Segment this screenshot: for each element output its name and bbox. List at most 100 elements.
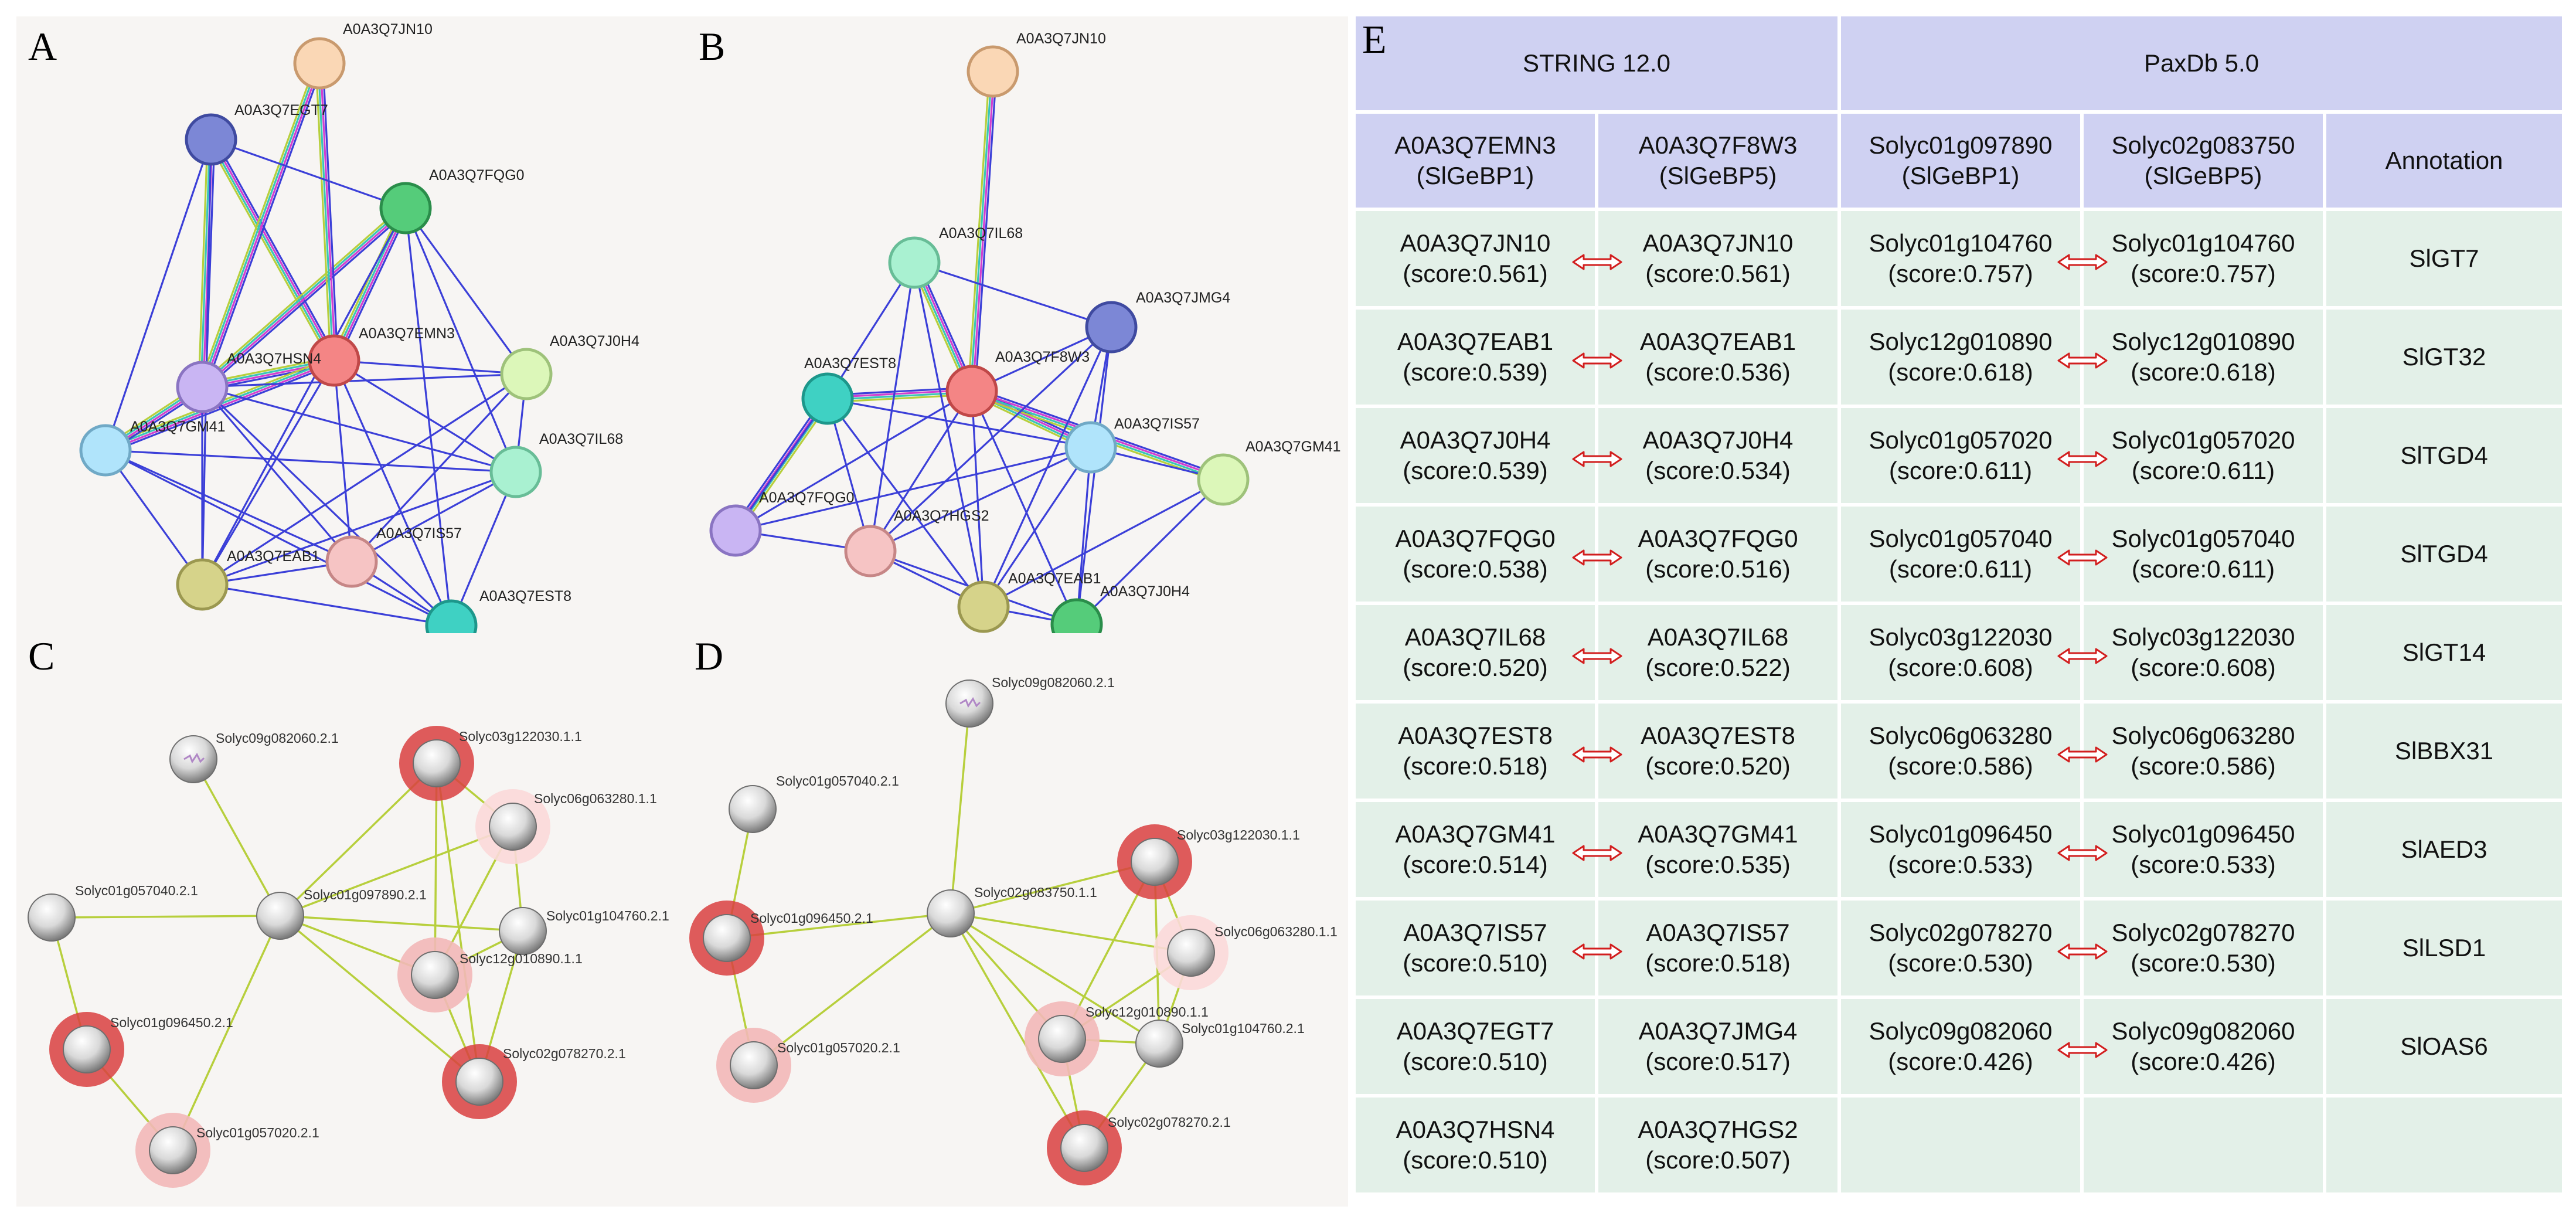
node-hsn4[interactable]: [176, 361, 229, 413]
node-eab1[interactable]: [957, 580, 1010, 633]
node-g122030[interactable]: [1131, 838, 1179, 886]
table-cell: A0A3Q7J0H4(score:0.539): [1356, 408, 1595, 503]
cell-id: A0A3Q7JN10: [1642, 229, 1794, 257]
node-g078270[interactable]: [1060, 1124, 1108, 1172]
node-est8[interactable]: [801, 372, 854, 425]
node-g057040[interactable]: [729, 785, 777, 833]
node-g057020[interactable]: [730, 1041, 778, 1089]
node-f8w3[interactable]: [945, 365, 998, 417]
edge-est8-fqg0: [734, 398, 829, 531]
edge-gm41-il68: [105, 449, 516, 473]
node-g010890[interactable]: [411, 951, 459, 999]
node-g057040[interactable]: [28, 893, 76, 942]
cell-id: SlTGD4: [2400, 539, 2488, 568]
edge-is57-j0h4: [1076, 447, 1092, 625]
node-il68[interactable]: [489, 446, 542, 498]
node-g063280[interactable]: [1167, 929, 1215, 977]
node-g104760[interactable]: [1135, 1020, 1183, 1068]
node-eab1[interactable]: [176, 558, 229, 611]
cell-id: A0A3Q7JN10: [1400, 229, 1551, 257]
column-header: Solyc01g097890(SlGeBP1): [1841, 114, 2080, 208]
cell-score: (score:0.561): [1645, 260, 1791, 287]
node-label-egt7: A0A3Q7EGT7: [234, 102, 328, 118]
edge-emn3-il68: [334, 359, 516, 473]
table-cell: SlTGD4: [2326, 408, 2562, 503]
table-cell: Solyc02g078270(score:0.530): [1841, 901, 2080, 995]
cell-score: (score:0.517): [1645, 1048, 1791, 1075]
cell-score: (score:0.520): [1645, 752, 1791, 780]
node-label-is57: A0A3Q7IS57: [376, 525, 462, 542]
node-fqg0[interactable]: [709, 504, 762, 557]
node-g057020[interactable]: [149, 1126, 197, 1174]
edge-g122030-g078270: [435, 763, 481, 1082]
double-arrow-icon: [2057, 1042, 2108, 1058]
cell-score: (score:0.611): [1888, 457, 2033, 484]
node-g078270[interactable]: [455, 1058, 503, 1106]
node-label-jn10: A0A3Q7JN10: [343, 21, 433, 38]
edge-g097890-g078270: [279, 915, 481, 1083]
cell-id: Solyc06g063280: [1869, 721, 2053, 749]
node-egt7[interactable]: [185, 113, 237, 166]
edge-fqg0-eab1: [201, 208, 407, 585]
column-header-line1: A0A3Q7EMN3: [1394, 131, 1556, 159]
panel-c-label: C: [28, 634, 55, 678]
node-label-g010890: Solyc12g010890.1.1: [1085, 1004, 1209, 1020]
node-g063280[interactable]: [489, 803, 537, 851]
node-hgs2[interactable]: [844, 525, 897, 577]
node-emn3[interactable]: [308, 334, 360, 387]
cell-score: (score:0.586): [1888, 752, 2033, 780]
node-j0h4[interactable]: [500, 348, 553, 400]
edge-fqg0-hsn4: [202, 208, 407, 389]
node-fqg0[interactable]: [379, 182, 432, 235]
node-g096450[interactable]: [703, 914, 751, 962]
node-g104760[interactable]: [499, 907, 547, 955]
cell-id: Solyc03g122030: [2111, 623, 2295, 651]
cell-score: (score:0.533): [1888, 851, 2033, 878]
node-gm41[interactable]: [1197, 453, 1250, 506]
edge-il68-is57: [351, 471, 516, 563]
node-is57[interactable]: [325, 535, 378, 588]
cell-id: A0A3Q7JMG4: [1638, 1017, 1798, 1045]
edge-hsn4-j0h4: [202, 373, 527, 388]
edge-hsn4-est8: [201, 386, 452, 627]
edge-fqg0-est8: [731, 396, 826, 529]
edge-gm41-is57: [105, 449, 352, 563]
edge-il68-eab1: [913, 262, 985, 607]
cell-score: (score:0.518): [1403, 752, 1548, 780]
table-cell: [1841, 1098, 2080, 1192]
node-label-g010890: Solyc12g010890.1.1: [460, 951, 583, 966]
node-il68[interactable]: [888, 236, 941, 289]
table-cell: SlGT32: [2326, 310, 2562, 405]
table-cell: SlGT14: [2326, 605, 2562, 700]
edge-is57-eab1: [982, 447, 1092, 607]
edge-jn10-hsn4: [205, 64, 324, 389]
table-cell: Solyc09g082060(score:0.426): [2084, 999, 2323, 1094]
network-b: A0A3Q7JN10A0A3Q7IL68A0A3Q7JMG4A0A3Q7EST8…: [709, 30, 1341, 633]
node-g096450[interactable]: [63, 1025, 111, 1073]
edge-fqg0-hsn4: [199, 205, 404, 385]
node-is57[interactable]: [1064, 421, 1117, 474]
edge-gm41-j0h4: [1076, 478, 1224, 626]
cell-id: A0A3Q7EST8: [1641, 721, 1795, 749]
node-g010890[interactable]: [1038, 1015, 1086, 1063]
table-cell: A0A3Q7GM41(score:0.514): [1356, 802, 1595, 897]
double-arrow-icon: [1572, 845, 1622, 861]
node-jn10[interactable]: [293, 37, 346, 90]
column-header-line1: Annotation: [2385, 146, 2503, 174]
node-label-g057020: Solyc01g057020.2.1: [777, 1040, 900, 1055]
node-g097890[interactable]: [256, 892, 304, 940]
cell-id: Solyc02g078270: [1869, 918, 2053, 946]
node-jn10[interactable]: [967, 45, 1019, 98]
node-g122030[interactable]: [413, 739, 461, 787]
cell-id: SlGT7: [2409, 244, 2479, 272]
double-arrow-icon: [2057, 648, 2108, 664]
edge-jn10-emn3: [322, 63, 339, 361]
table-cell: Solyc01g104760(score:0.757): [1841, 211, 2080, 306]
column-header-line2: (SlGeBP5): [2144, 162, 2262, 189]
node-j0h4[interactable]: [1050, 598, 1103, 633]
edge-fqg0-est8: [736, 399, 829, 532]
node-est8[interactable]: [425, 599, 478, 633]
node-gm41[interactable]: [79, 424, 132, 477]
node-g083750[interactable]: [927, 889, 975, 937]
node-jmg4[interactable]: [1085, 301, 1138, 354]
